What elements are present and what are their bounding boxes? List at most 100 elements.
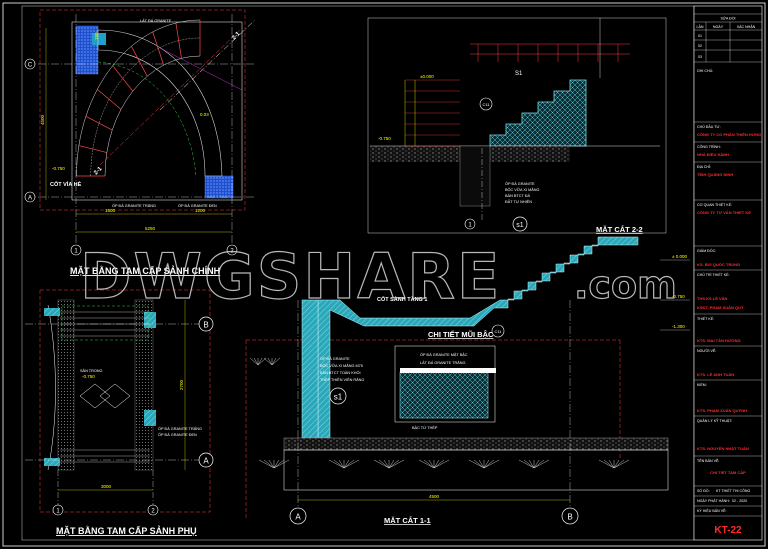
soil-mark bbox=[613, 459, 630, 469]
grid-bubble-a-sec11-label: A bbox=[295, 513, 301, 522]
scale-label: KÝ HIỆU BẢN VẼ: bbox=[697, 508, 727, 513]
soil-mark bbox=[418, 459, 435, 469]
plan-sub-column-tr bbox=[144, 312, 156, 328]
title-block: SỬA ĐỔI LẦN NGÀY XÁC NHẬN 01 02 03 GHI C… bbox=[693, 5, 763, 541]
plan-main-cut-frame bbox=[39, 9, 246, 211]
grid-bubble-1-plan bbox=[70, 244, 82, 256]
plan-main-arc-outer bbox=[76, 19, 201, 177]
section-11-dim-1: 4500 bbox=[429, 494, 440, 499]
grid-bubble-a-sec11 bbox=[289, 507, 307, 525]
owner-value: CÔNG TY CỔ PHẦN THIÊN HƯNG bbox=[697, 132, 761, 137]
section-11-level-name: CỐT SÀNH TẦNG 1 bbox=[377, 296, 427, 303]
sheet-number: KT-22 bbox=[714, 525, 742, 536]
plan-sub-title: MẶT BẰNG TAM CẤP SẢNH PHỤ bbox=[56, 525, 197, 536]
code-label: SỐ ĐỒ: bbox=[697, 488, 710, 493]
soil-mark-left bbox=[249, 357, 259, 366]
section-22-note-4: ĐẤT TỰ NHIÊN bbox=[505, 199, 532, 204]
plan-main-cut-tag-a: 2-1 bbox=[93, 166, 104, 177]
plan-sub-pave-left bbox=[57, 299, 75, 471]
soil-mark bbox=[428, 459, 435, 469]
section-11-level-3: -1.300 bbox=[672, 324, 685, 329]
plan-sub-note-yard: SÂN TRONG bbox=[80, 368, 103, 373]
soil-mark-left bbox=[253, 357, 259, 366]
qa-value: KTS. NGUYỄN NHẬT TUẤN bbox=[697, 446, 749, 451]
soil-mark-left bbox=[257, 357, 263, 366]
soil-mark-left bbox=[271, 357, 281, 366]
section-22-level-top: ±0.000 bbox=[420, 74, 434, 79]
plan-main-title: MẶT BẰNG TAM CẤP SẢNH CHÍNH bbox=[70, 265, 220, 276]
plan-sub-note-2: ỐP ĐÁ GRANITE ĐEN bbox=[158, 432, 197, 437]
soil-mark bbox=[388, 459, 400, 469]
plan-sub-level: -0.750 bbox=[82, 374, 95, 379]
grid-bubble-2-sub-label: 2 bbox=[151, 509, 155, 515]
grid-bubble-2-sub bbox=[147, 504, 159, 516]
soil-mark bbox=[433, 459, 450, 469]
plan-main-level-2: 0.03 bbox=[200, 112, 209, 117]
soil-mark bbox=[338, 459, 345, 469]
plan-main-step-outer bbox=[97, 29, 223, 177]
plan-sub-view: SÂN TRONG -0.750 B A 2700 3000 ỐP ĐÁ GRA… bbox=[25, 289, 214, 536]
plan-main-step-edge bbox=[175, 22, 182, 59]
soil-mark bbox=[613, 459, 620, 469]
soil-mark-left bbox=[267, 357, 273, 366]
section-11-level-1: ± 0.000 bbox=[672, 254, 687, 259]
revision-col-1: LẦN bbox=[697, 25, 704, 29]
soil-mark bbox=[533, 459, 550, 469]
grid-bubble-1-sec22-label: 1 bbox=[468, 223, 472, 229]
soil-mark bbox=[468, 459, 485, 469]
grid-bubble-b-sub bbox=[198, 316, 214, 332]
detail-note-2: LÁT ĐÁ GRANITE TRẮNG bbox=[420, 360, 465, 365]
plan-sub-step-lines bbox=[60, 305, 150, 463]
soil-mark bbox=[273, 459, 280, 469]
soil-mark bbox=[523, 459, 535, 469]
soil-mark bbox=[328, 459, 345, 469]
plan-sub-dim-1: 2700 bbox=[179, 379, 184, 390]
grid-bubble-b-sub-label: B bbox=[203, 321, 208, 330]
soil-mark bbox=[483, 459, 500, 469]
plan-sub-curve bbox=[47, 304, 56, 471]
section-22-handrail-posts bbox=[477, 44, 619, 62]
chief-value-1: THS.KS LÊ VĂN bbox=[697, 296, 728, 301]
revision-col-3: XÁC NHẬN bbox=[737, 25, 756, 29]
soil-mark bbox=[273, 459, 285, 469]
soil-mark bbox=[598, 459, 615, 469]
soil-mark bbox=[263, 459, 275, 469]
grid-bubble-c-label: C bbox=[28, 63, 33, 69]
detail-note-3: BẬC TỪ THÉP bbox=[412, 425, 438, 430]
plan-main-view: 2-1 2-1 C A 1 2 5250 1500 1200 4500 150 … bbox=[24, 9, 256, 276]
plan-main-leader bbox=[159, 47, 243, 91]
section-22-note-2: BỘC VỮA XI MĂNG bbox=[505, 187, 540, 192]
grid-bubble-b-sec11-label: B bbox=[567, 513, 572, 522]
plan-main-tile-bottom bbox=[204, 175, 234, 199]
watermark-main: DWGSHARE bbox=[80, 240, 501, 313]
section-11-tag-s1-label: s1 bbox=[334, 393, 343, 402]
soil-mark bbox=[258, 459, 275, 469]
plan-sub-note-1: ỐP ĐÁ GRANITE TRẮNG bbox=[158, 426, 202, 431]
soil-mark bbox=[473, 459, 485, 469]
grid-bubble-2-plan-label: 2 bbox=[230, 249, 234, 255]
soil-mark bbox=[483, 459, 495, 469]
soil-mark bbox=[518, 459, 535, 469]
grid-bubble-2-plan bbox=[226, 244, 238, 256]
soil-mark-left bbox=[263, 357, 273, 366]
soil-mark bbox=[423, 459, 435, 469]
revision-row-2: 02 bbox=[698, 44, 702, 48]
owner-label: CHỦ ĐẦU TƯ: bbox=[697, 124, 721, 129]
checker-label: KIỂM: bbox=[697, 382, 707, 387]
chief-value-2: KSKT. PHẠM XUÂN QUÝ bbox=[697, 305, 744, 310]
plan-sub-door bbox=[79, 383, 131, 409]
soil-mark bbox=[483, 459, 490, 469]
consultant-value: CÔNG TY TƯ VẤN THIẾT KẾ bbox=[697, 210, 751, 215]
section-11-foundation bbox=[283, 449, 669, 491]
grid-bubble-1-sub bbox=[52, 504, 64, 516]
designer-label: THIẾT KẾ: bbox=[697, 316, 714, 321]
detail-tag-c11-label: C11 bbox=[494, 329, 502, 334]
section-11-tag-s1 bbox=[329, 387, 347, 405]
revision-row-1: 01 bbox=[698, 34, 702, 38]
plan-sub-pave-right bbox=[134, 299, 154, 471]
soil-mark bbox=[528, 459, 535, 469]
plan-sub-cut-frame bbox=[39, 289, 211, 513]
plan-sub-column-br bbox=[144, 410, 156, 426]
